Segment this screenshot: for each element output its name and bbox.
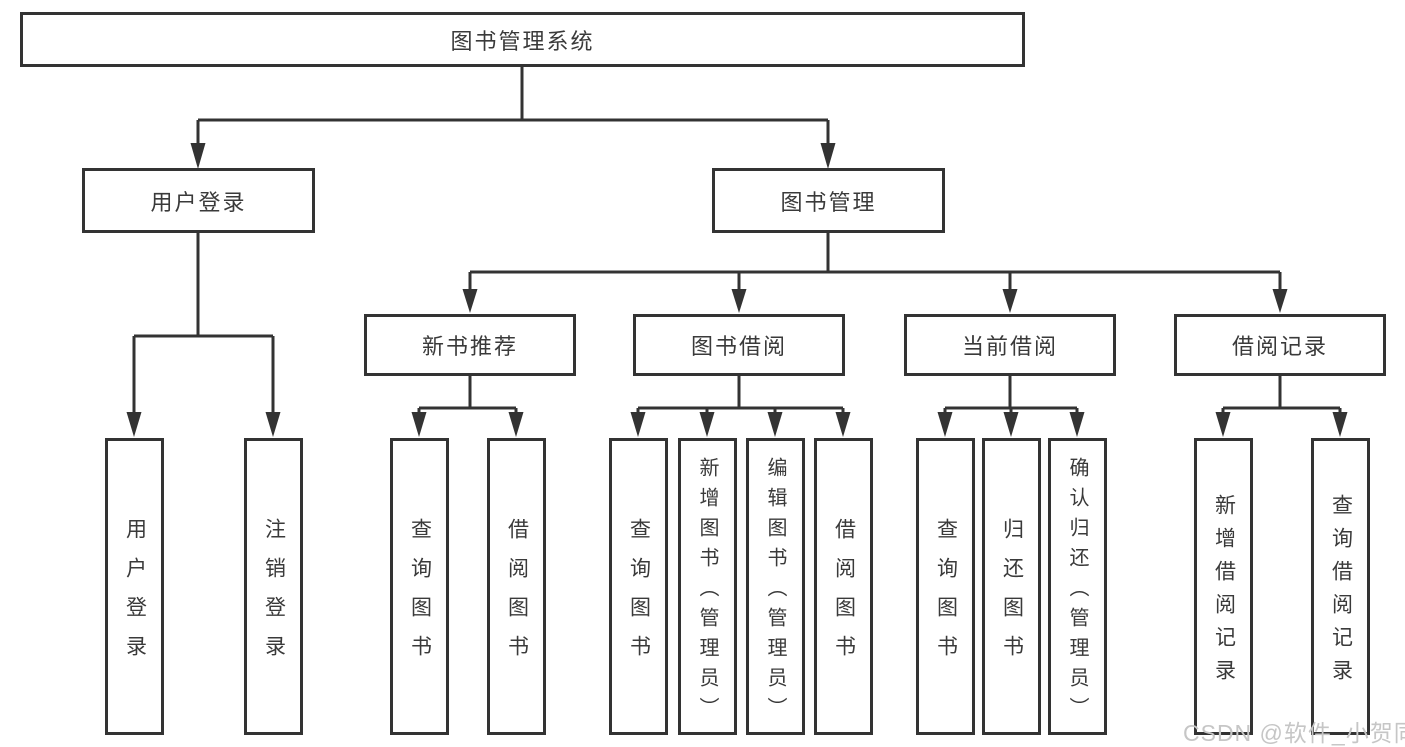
node-current-borrow: 当前借阅 — [904, 314, 1116, 376]
node-book-management-label: 图书管理 — [780, 189, 877, 215]
leaf-query-book-recommend: 查询图书 — [390, 438, 449, 735]
watermark: CSDN @软件_小贺同学 — [1183, 720, 1405, 746]
leaf-query-borrow-record-label: 查询借阅记录 — [1329, 493, 1353, 692]
node-user-login: 用户登录 — [82, 168, 315, 233]
leaf-query-book-current: 查询图书 — [916, 438, 975, 735]
leaf-query-book-current-label: 查询图书 — [934, 517, 958, 674]
node-root: 图书管理系统 — [20, 12, 1025, 67]
leaf-query-book-recommend-label: 查询图书 — [408, 517, 432, 674]
leaf-borrow-book-label: 借阅图书 — [832, 517, 856, 674]
leaf-user-login: 用户登录 — [105, 438, 164, 735]
node-borrow-records: 借阅记录 — [1174, 314, 1386, 376]
leaf-borrow-book: 借阅图书 — [814, 438, 873, 735]
leaf-edit-book-admin: 编辑图书（管理员） — [746, 438, 805, 735]
arrowheads — [126, 143, 1348, 437]
node-borrow-records-label: 借阅记录 — [1231, 334, 1328, 359]
leaf-add-borrow-record: 新增借阅记录 — [1194, 438, 1253, 735]
node-book-borrow: 图书借阅 — [633, 314, 845, 376]
leaf-user-login-label: 用户登录 — [123, 517, 147, 674]
leaf-confirm-return-admin: 确认归还（管理员） — [1048, 438, 1107, 735]
node-new-book-recommend: 新书推荐 — [364, 314, 576, 376]
node-book-borrow-label: 图书借阅 — [690, 334, 787, 359]
leaf-return-book-label: 归还图书 — [1000, 517, 1024, 674]
leaf-add-book-admin-label: 新增图书（管理员） — [696, 456, 718, 727]
connector-segments — [132, 67, 1342, 414]
leaf-query-book-borrow-label: 查询图书 — [627, 517, 651, 674]
leaf-query-borrow-record: 查询借阅记录 — [1311, 438, 1370, 735]
leaf-confirm-return-admin-label: 确认归还（管理员） — [1066, 456, 1088, 727]
leaf-edit-book-admin-label: 编辑图书（管理员） — [764, 456, 786, 727]
node-user-login-label: 用户登录 — [150, 189, 247, 215]
leaf-logout: 注销登录 — [244, 438, 303, 735]
leaf-add-book-admin: 新增图书（管理员） — [678, 438, 737, 735]
node-new-book-recommend-label: 新书推荐 — [421, 334, 518, 359]
leaf-add-borrow-record-label: 新增借阅记录 — [1212, 493, 1236, 692]
leaf-query-book-borrow: 查询图书 — [609, 438, 668, 735]
leaf-borrow-book-recommend-label: 借阅图书 — [505, 517, 529, 674]
node-book-management: 图书管理 — [712, 168, 945, 233]
leaf-logout-label: 注销登录 — [262, 517, 286, 674]
leaf-borrow-book-recommend: 借阅图书 — [487, 438, 546, 735]
node-current-borrow-label: 当前借阅 — [961, 334, 1058, 359]
leaf-return-book: 归还图书 — [982, 438, 1041, 735]
node-root-label: 图书管理系统 — [450, 28, 595, 54]
